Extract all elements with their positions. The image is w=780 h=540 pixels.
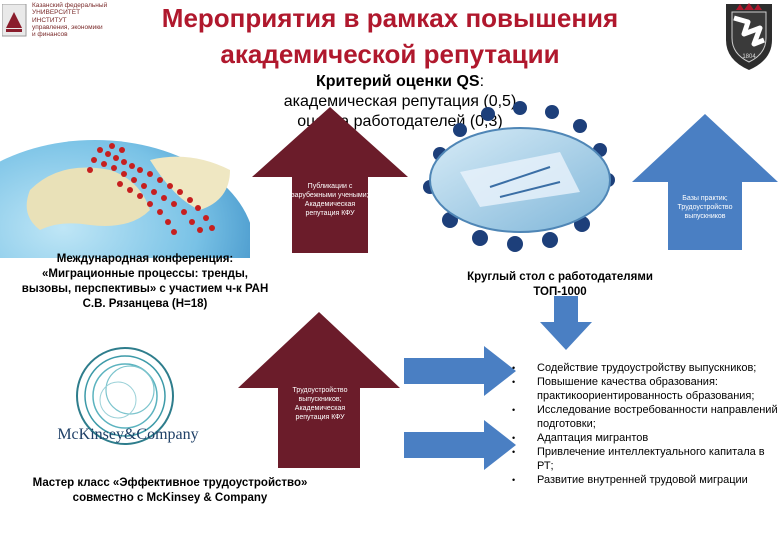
arrow-up-employment (238, 312, 400, 468)
criteria-colon: : (479, 73, 485, 90)
migration-globe-image (0, 130, 255, 360)
kfu-institute-logo: Казанский федеральный УНИВЕРСИТЕТ ИНСТИТ… (2, 2, 132, 46)
mckinsey-logo-text: McKinsey&Company (57, 426, 199, 443)
criteria-label: Критерий оценки QS (315, 73, 480, 90)
list-item: Привлечение интеллектуального капитала в… (510, 445, 780, 473)
round-table-image (410, 92, 625, 252)
arrow-up-practice (632, 114, 778, 250)
arrow-up-publications (252, 107, 408, 253)
round-table-caption: Круглый стол с работодателями ТОП-1000 (467, 271, 653, 298)
criteria-academic: академическая репутация (0,5) (283, 93, 517, 110)
emblem-year: 1804 (742, 54, 756, 60)
arrow-right-top-icon (404, 346, 516, 396)
list-item: Исследование востребованности направлени… (510, 403, 780, 431)
title-line-2: академической репутации (220, 39, 560, 69)
list-item: Адаптация мигрантов (510, 431, 780, 445)
list-item: Повышение качества образования: практико… (510, 375, 780, 403)
mckinsey-image: McKinsey&Company (20, 328, 230, 458)
arrow-up-practice-text: Базы практик; Трудоустройство выпускнико… (677, 195, 733, 220)
conference-caption: Международная конференция: «Миграционные… (21, 253, 269, 310)
arrow-up-employment-text: Трудоустройство выпускников; Академическ… (292, 387, 348, 421)
title-line-1: Мероприятия в рамках повышения (161, 3, 619, 33)
list-item: Развитие внутренней трудовой миграции (510, 473, 780, 487)
arrow-right-bottom-icon (404, 420, 516, 470)
master-class-caption: Мастер класс «Эффективное трудоустройств… (32, 477, 308, 504)
shield-icon: 1804 (726, 3, 772, 70)
logo-text: Казанский федеральный УНИВЕРСИТЕТ ИНСТИТ… (32, 2, 108, 39)
list-item: Содействие трудоустройству выпускников; (510, 361, 780, 375)
results-list: Содействие трудоустройству выпускников; … (510, 361, 780, 487)
arrow-down-icon (540, 296, 592, 350)
kfu-emblem: 1804 (718, 0, 780, 72)
kfu-logo-icon (2, 4, 27, 37)
arrow-up-publications-text: Публикации с зарубежными учеными; Академ… (291, 183, 369, 217)
page-title: Мероприятия в рамках повышения академиче… (120, 0, 660, 72)
